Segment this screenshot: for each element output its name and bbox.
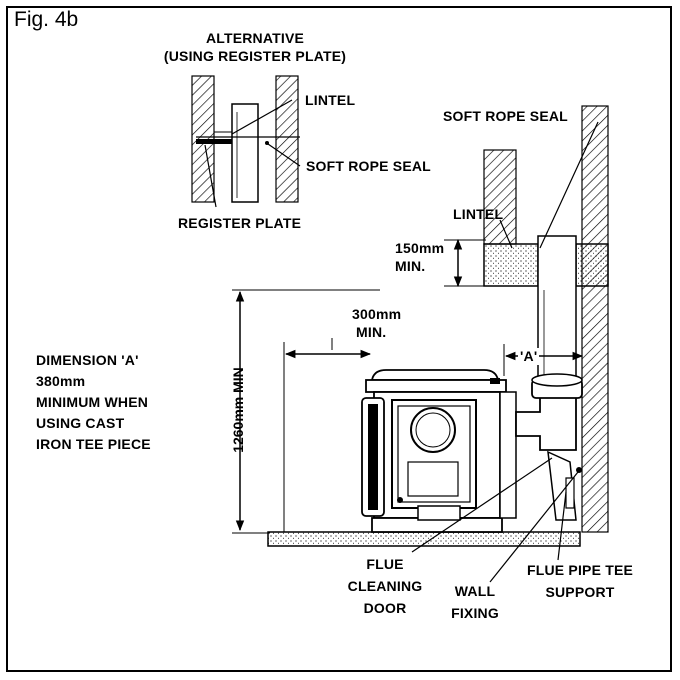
inset-title-line1: ALTERNATIVE xyxy=(205,30,305,46)
flue-cleaning-door-line2: CLEANING xyxy=(347,578,423,594)
wall-fixing-line2: FIXING xyxy=(451,605,499,621)
inset-diagram xyxy=(191,75,301,208)
wall-fixing-line1: WALL xyxy=(454,583,496,599)
soft-rope-seal-label: SOFT ROPE SEAL xyxy=(443,108,568,124)
inset-right-wall xyxy=(275,75,299,203)
clearance-300-line2: MIN. xyxy=(356,324,387,340)
right-wall xyxy=(581,105,609,533)
stove xyxy=(267,369,583,547)
cast-iron-tee xyxy=(515,395,577,451)
inset-title-line2: (USING REGISTER PLATE) xyxy=(163,48,347,64)
figure-frame xyxy=(6,6,672,672)
lintel-left xyxy=(483,243,539,287)
inset-lintel-label: LINTEL xyxy=(305,92,356,108)
chimney-structure xyxy=(483,105,609,533)
flue-pipe-tee-support-line2: SUPPORT xyxy=(545,584,615,600)
dimension-lines xyxy=(232,238,584,583)
register-plate-label: REGISTER PLATE xyxy=(178,215,302,231)
gap-150-line2: MIN. xyxy=(395,258,426,274)
figure-label: Fig. 4b xyxy=(14,8,79,31)
flue-cleaning-door-line3: DOOR xyxy=(363,600,407,616)
dimension-note-line5: IRON TEE PIECE xyxy=(36,436,151,452)
dimension-note-line3: MINIMUM WHEN xyxy=(36,394,149,410)
inset-flue-pipe xyxy=(231,103,259,203)
dimension-note-line1: DIMENSION 'A' xyxy=(36,352,139,368)
clearance-300-line1: 300mm xyxy=(352,306,402,322)
left-chimney-wall xyxy=(483,149,517,245)
inset-soft-rope-seal-label: SOFT ROPE SEAL xyxy=(306,158,431,174)
dimension-note-line4: USING CAST xyxy=(36,415,125,431)
dimension-a-label: 'A' xyxy=(518,348,540,365)
flue-pipe-tee-support-line1: FLUE PIPE TEE xyxy=(526,562,634,578)
gap-150-line1: 150mm xyxy=(395,240,445,256)
flue-cleaning-door-line1: FLUE xyxy=(366,556,404,572)
lintel-label: LINTEL xyxy=(453,206,504,222)
lintel-right xyxy=(575,243,609,287)
dimension-note-line2: 380mm xyxy=(36,373,86,389)
height-1260-label: 1260mm MIN xyxy=(230,367,246,453)
